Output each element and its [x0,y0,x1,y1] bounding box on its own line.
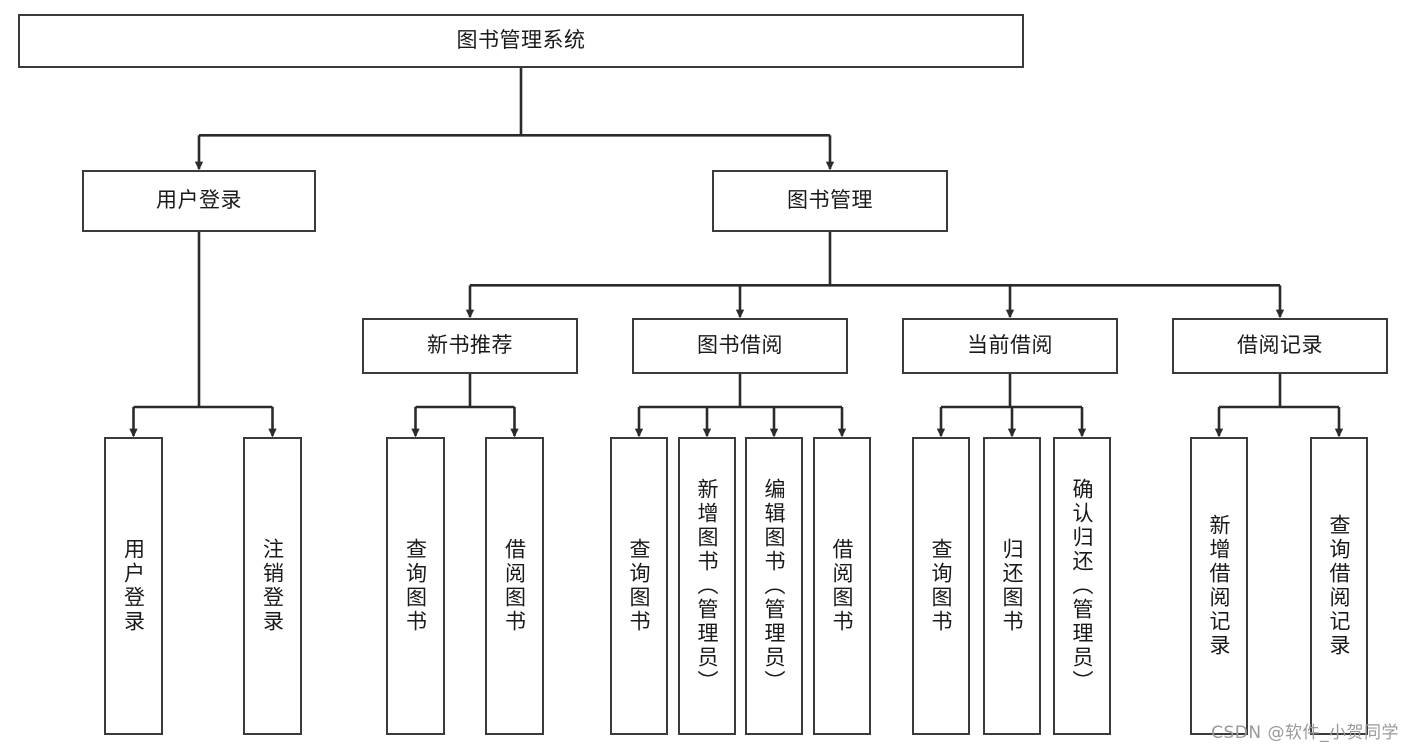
node-label: 编辑图书（管理员） [762,478,787,694]
node-label: 新增图书（管理员） [695,478,720,694]
node-root[interactable]: 图书管理系统 [18,14,1024,68]
node-label: 注销登录 [260,538,285,634]
node-leaf-query-book-rec[interactable]: 查询图书 [386,437,445,735]
node-label: 用户登录 [156,188,242,213]
node-label: 借阅图书 [502,538,527,634]
node-label: 归还图书 [1000,538,1025,634]
node-label: 图书借阅 [697,333,783,358]
node-new-book-recommend[interactable]: 新书推荐 [362,318,578,374]
node-leaf-logout[interactable]: 注销登录 [243,437,302,735]
node-user-login[interactable]: 用户登录 [82,170,316,232]
node-leaf-query-book-cur[interactable]: 查询图书 [912,437,970,735]
node-label: 查询图书 [929,538,954,634]
node-leaf-confirm-return[interactable]: 确认归还（管理员） [1053,437,1111,735]
node-label: 借阅图书 [830,538,855,634]
node-label: 新书推荐 [427,333,513,358]
node-current-borrow[interactable]: 当前借阅 [902,318,1118,374]
node-label: 图书管理 [787,188,873,213]
node-label: 图书管理系统 [456,28,586,53]
node-book-borrow[interactable]: 图书借阅 [632,318,848,374]
node-label: 当前借阅 [967,333,1053,358]
node-leaf-user-login[interactable]: 用户登录 [104,437,163,735]
node-leaf-query-book-borrow[interactable]: 查询图书 [610,437,668,735]
node-leaf-borrow-book-rec[interactable]: 借阅图书 [485,437,544,735]
node-label: 查询图书 [627,538,652,634]
node-label: 查询图书 [403,538,428,634]
node-label: 确认归还（管理员） [1070,478,1095,694]
node-leaf-add-record[interactable]: 新增借阅记录 [1190,437,1248,735]
node-label: 查询借阅记录 [1327,514,1352,658]
node-leaf-borrow-book[interactable]: 借阅图书 [813,437,871,735]
node-book-manage[interactable]: 图书管理 [712,170,948,232]
node-label: 用户登录 [121,538,146,634]
node-borrow-record[interactable]: 借阅记录 [1172,318,1388,374]
node-leaf-add-book[interactable]: 新增图书（管理员） [678,437,736,735]
node-leaf-return-book[interactable]: 归还图书 [983,437,1041,735]
node-label: 借阅记录 [1237,333,1323,358]
node-leaf-edit-book[interactable]: 编辑图书（管理员） [745,437,803,735]
node-label: 新增借阅记录 [1207,514,1232,658]
node-leaf-query-record[interactable]: 查询借阅记录 [1310,437,1368,735]
